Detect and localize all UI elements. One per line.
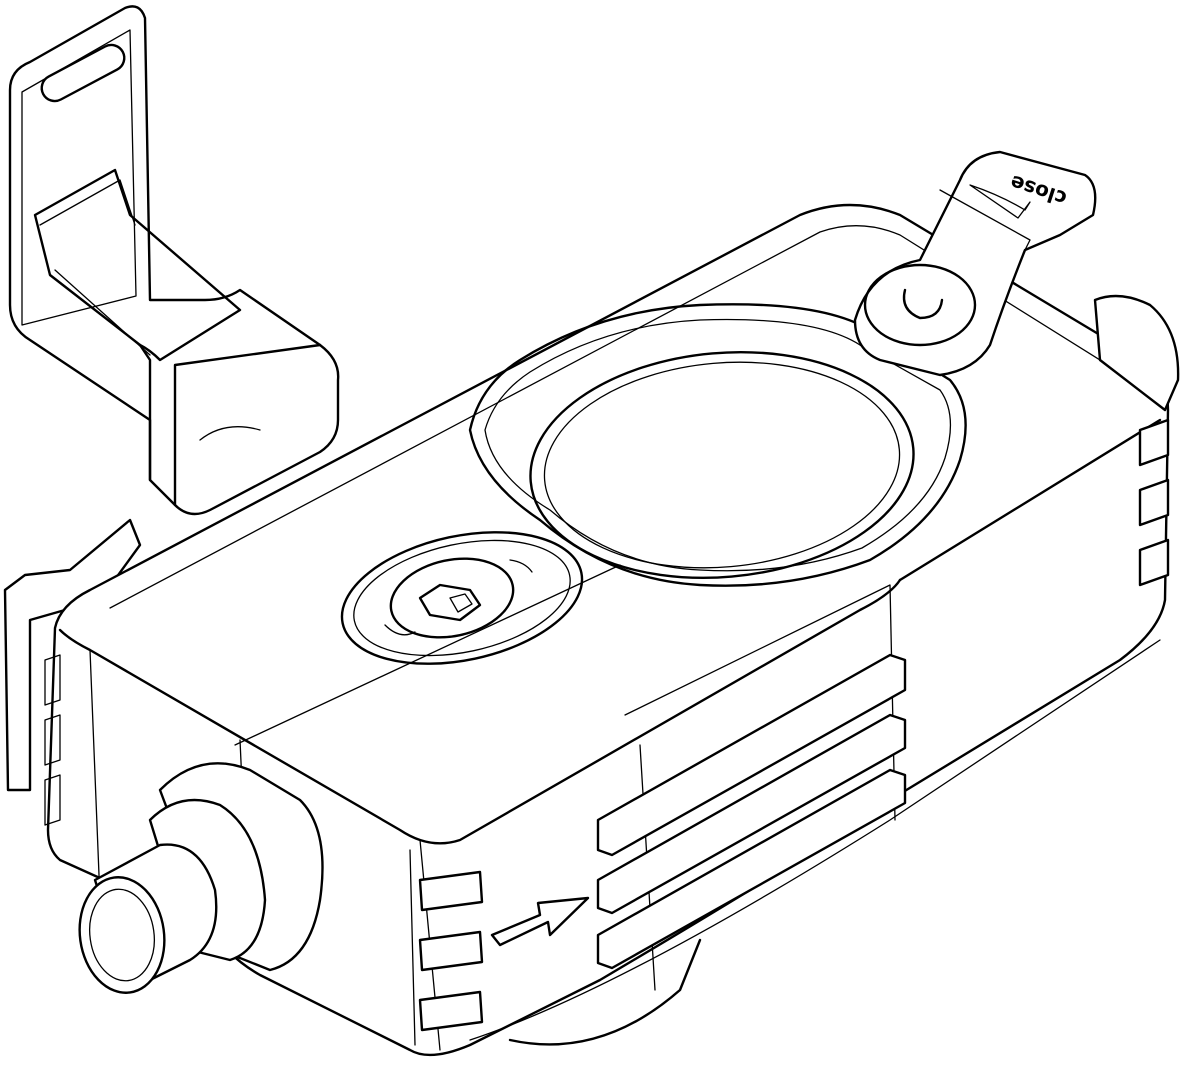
mounting-bracket: [8, 5, 340, 516]
pipe-connector: [78, 762, 324, 994]
lock-cylinder: [340, 531, 584, 665]
grip-ribs: [418, 418, 1170, 1032]
round-cover: [468, 303, 967, 587]
close-arrow-icon: [969, 184, 1031, 219]
close-lever: close: [853, 150, 1097, 377]
base-foot: [508, 938, 702, 1046]
direction-arrow-icon: [490, 896, 590, 947]
right-port: [1093, 294, 1180, 412]
